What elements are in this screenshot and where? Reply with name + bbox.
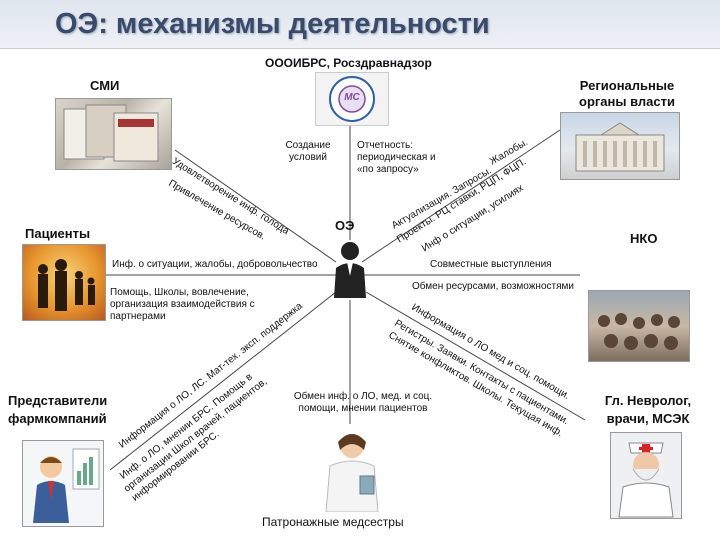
nko-line-label-2: Обмен ресурсами, возможностями xyxy=(412,281,574,293)
node-smi-label: СМИ xyxy=(90,78,119,93)
nko-photo xyxy=(588,290,690,362)
nurse-photo xyxy=(312,424,392,512)
logo-text: МС xyxy=(342,92,362,103)
nko-line-label: Совместные выступления xyxy=(430,259,552,271)
patients-help-label: Помощь, Школы, вовлечение, организация в… xyxy=(110,287,270,323)
patients-line-label: Инф. о ситуации, жалобы, добровольчество xyxy=(112,259,318,271)
nurses-line-label: Обмен инф. о ЛО, мед. и соц. помощи, мне… xyxy=(283,391,443,415)
regional-photo xyxy=(560,112,680,180)
node-pharma-label: Представители фармкомпаний xyxy=(8,392,123,428)
pharma-photo xyxy=(22,440,104,527)
reporting-label: Отчетность: периодическая и «по запросу» xyxy=(357,140,442,176)
node-nurses-label: Патронажные медсестры xyxy=(262,515,404,529)
node-nko-label: НКО xyxy=(630,231,657,246)
node-patients-label: Пациенты xyxy=(25,226,90,241)
neurologist-photo xyxy=(610,432,682,519)
node-regional-label: Региональные органы власти xyxy=(572,78,682,110)
smi-photo xyxy=(55,98,172,170)
logo: МС xyxy=(315,72,389,126)
center-label: ОЭ xyxy=(335,218,354,233)
person-silhouette-icon xyxy=(330,240,370,300)
creation-label: Создание условий xyxy=(282,140,334,164)
node-neurologist-label: Гл. Невролог, врачи, МСЭК xyxy=(588,392,708,428)
patients-photo xyxy=(22,244,106,321)
top-org-label: ОООИБРС, Росздравнадзор xyxy=(265,56,432,70)
